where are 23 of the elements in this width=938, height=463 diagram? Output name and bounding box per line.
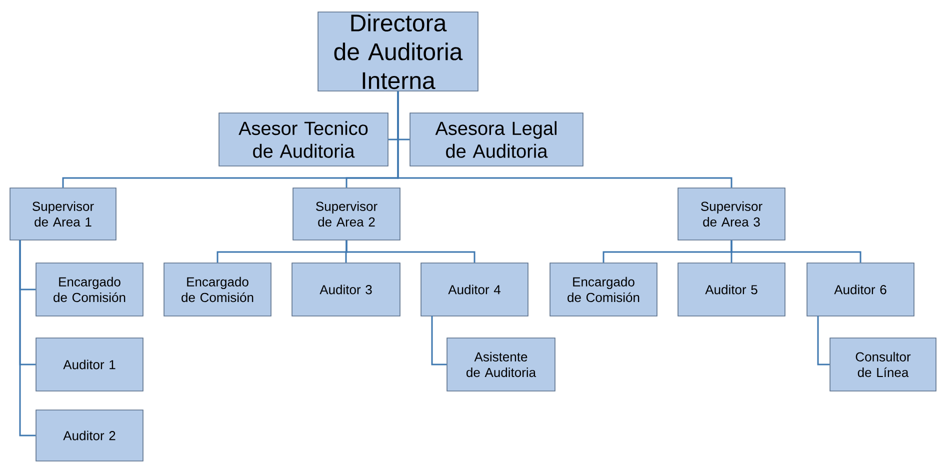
- position-box: Auditor 3: [292, 262, 400, 316]
- position-box: Supervisor de Area 1: [10, 188, 116, 240]
- position-box: Auditor 2: [36, 410, 144, 462]
- position-box: Asistente de Auditoria: [446, 338, 556, 392]
- position-box: Asesora Legal de Auditoria: [410, 112, 584, 166]
- position-box: Encargado de Comisión: [164, 262, 272, 316]
- title-box: Directora de Auditoria Interna: [318, 12, 478, 92]
- position-box: Auditor 4: [420, 262, 528, 316]
- position-box: Auditor 6: [806, 262, 914, 316]
- connector-line: [19, 240, 36, 436]
- connector-line: [431, 316, 447, 366]
- position-box: Asesor Tecnico de Auditoria: [218, 112, 388, 166]
- connector-line: [730, 240, 862, 263]
- position-box: Consultor de Línea: [830, 338, 936, 392]
- position-box: Supervisor de Area 3: [678, 188, 786, 240]
- connector-line: [346, 240, 476, 263]
- position-box: Auditor 5: [678, 262, 786, 316]
- connector-line: [817, 316, 830, 366]
- position-box: Auditor 1: [36, 338, 144, 392]
- position-box: Encargado de Comisión: [36, 262, 144, 316]
- position-box: Supervisor de Area 2: [292, 188, 400, 240]
- connector-line: [397, 91, 732, 188]
- position-box: Encargado de Comisión: [550, 262, 658, 316]
